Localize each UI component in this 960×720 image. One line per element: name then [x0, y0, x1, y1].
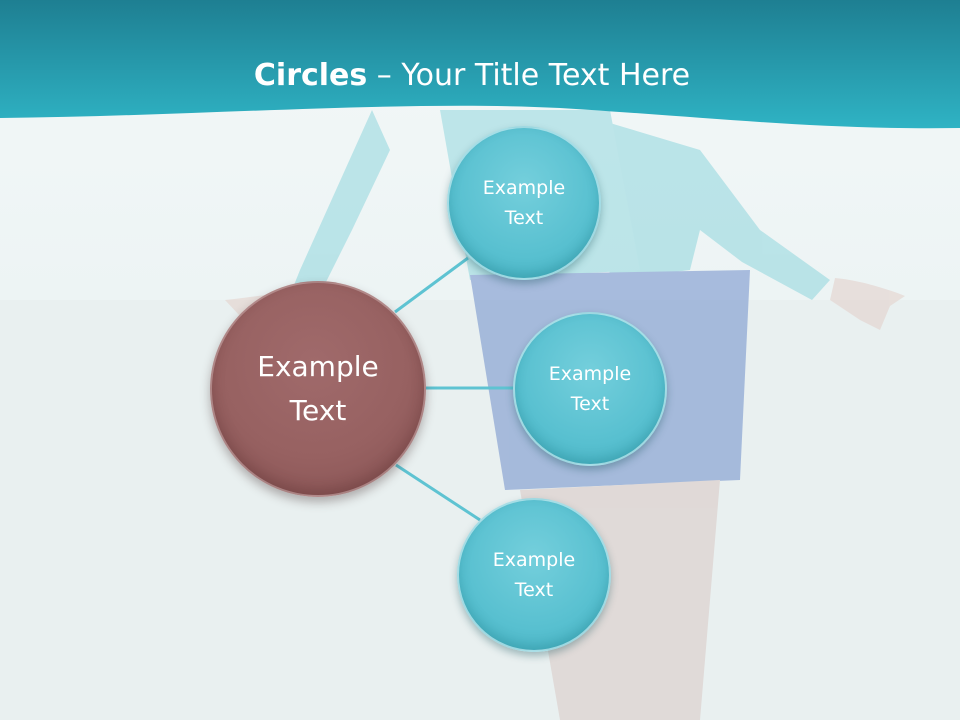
connector-3 [395, 463, 481, 522]
circle-3[interactable]: Example Text [457, 498, 611, 652]
connector-1 [394, 256, 469, 314]
title-bold: Circles [253, 58, 368, 93]
main-circle-label: Example Text [257, 350, 379, 427]
circle-2[interactable]: Example Text [513, 312, 667, 466]
title-rest: – Your Title Text Here [367, 58, 691, 93]
main-circle[interactable]: Example Text [210, 281, 426, 497]
ledge [0, 300, 960, 720]
circle-2-label: Example Text [548, 363, 632, 415]
circle-1[interactable]: Example Text [447, 126, 601, 280]
slide-title: Circles – Your Title Text Here [0, 56, 944, 96]
circle-1-label: Example Text [482, 177, 566, 229]
header-band [0, 0, 960, 129]
circle-3-label: Example Text [492, 549, 576, 601]
